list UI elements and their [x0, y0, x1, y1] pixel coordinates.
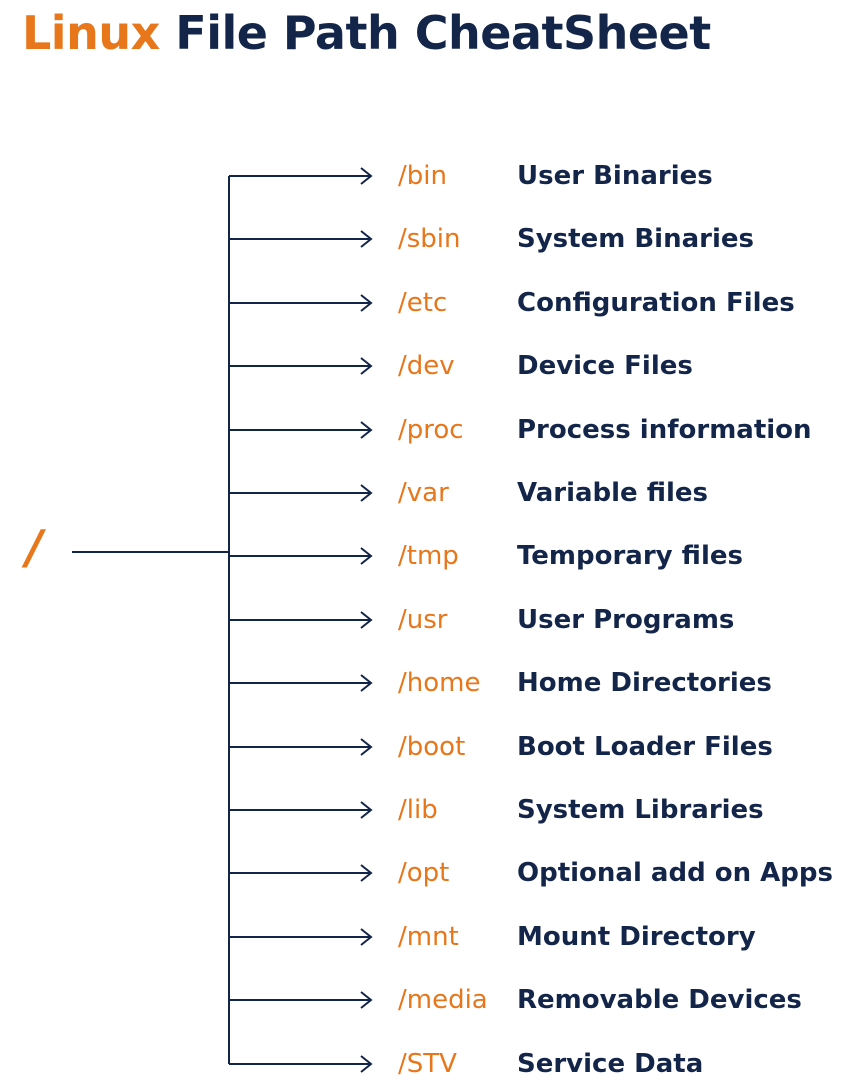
- arrow-head-icon: [360, 167, 373, 185]
- directory-entry: /proc Process information: [0, 410, 855, 450]
- directory-description: Mount Directory: [517, 922, 756, 952]
- root-directory-label: /: [26, 520, 43, 574]
- page-title: Linux File Path CheatSheet: [22, 6, 711, 60]
- directory-entry: /STV Service Data: [0, 1044, 855, 1084]
- directory-path: /etc: [398, 288, 448, 318]
- directory-path: /home: [398, 668, 481, 698]
- arrow-head-icon: [360, 928, 373, 946]
- directory-path: /proc: [398, 415, 464, 445]
- directory-description: User Binaries: [517, 161, 713, 191]
- directory-path: /tmp: [398, 541, 459, 571]
- arrow-head-icon: [360, 991, 373, 1009]
- arrow-head-icon: [360, 864, 373, 882]
- directory-entry: /bin User Binaries: [0, 156, 855, 196]
- directory-entry: /usr User Programs: [0, 600, 855, 640]
- arrow-head-icon: [360, 294, 373, 312]
- directory-description: Home Directories: [517, 668, 772, 698]
- directory-entry: /dev Device Files: [0, 346, 855, 386]
- directory-description: Variable files: [517, 478, 709, 508]
- arrow-head-icon: [360, 484, 373, 502]
- title-rest: File Path CheatSheet: [175, 6, 711, 60]
- arrow-head-icon: [360, 547, 373, 565]
- directory-path: /boot: [398, 732, 466, 762]
- arrow-head-icon: [360, 801, 373, 819]
- directory-description: Removable Devices: [517, 985, 802, 1015]
- directory-path: /opt: [398, 858, 450, 888]
- directory-entry: /mnt Mount Directory: [0, 917, 855, 957]
- title-linux: Linux: [22, 6, 160, 60]
- directory-path: /usr: [398, 605, 448, 635]
- directory-description: Boot Loader Files: [517, 732, 773, 762]
- directory-description: Temporary files: [517, 541, 743, 571]
- directory-entry: /etc Configuration Files: [0, 283, 855, 323]
- arrow-head-icon: [360, 1055, 373, 1073]
- directory-description: User Programs: [517, 605, 735, 635]
- directory-path: /media: [398, 985, 488, 1015]
- directory-description: Process information: [517, 415, 812, 445]
- directory-path: /var: [398, 478, 449, 508]
- directory-description: Device Files: [517, 351, 693, 381]
- directory-description: System Binaries: [517, 224, 754, 254]
- directory-path: /sbin: [398, 224, 461, 254]
- directory-entry: /media Removable Devices: [0, 980, 855, 1020]
- directory-description: Optional add on Apps: [517, 858, 833, 888]
- directory-entry: /lib System Libraries: [0, 790, 855, 830]
- directory-entry: /home Home Directories: [0, 663, 855, 703]
- directory-path: /mnt: [398, 922, 459, 952]
- arrow-head-icon: [360, 421, 373, 439]
- directory-description: Configuration Files: [517, 288, 795, 318]
- directory-description: Service Data: [517, 1049, 704, 1079]
- directory-entry: /sbin System Binaries: [0, 219, 855, 259]
- directory-entry: /tmp Temporary files: [0, 536, 855, 576]
- directory-description: System Libraries: [517, 795, 764, 825]
- directory-path: /STV: [398, 1049, 457, 1079]
- directory-path: /dev: [398, 351, 455, 381]
- arrow-head-icon: [360, 230, 373, 248]
- directory-entry: /var Variable files: [0, 473, 855, 513]
- directory-entry: /opt Optional add on Apps: [0, 853, 855, 893]
- directory-path: /lib: [398, 795, 438, 825]
- directory-entry: /boot Boot Loader Files: [0, 727, 855, 767]
- arrow-head-icon: [360, 611, 373, 629]
- arrow-head-icon: [360, 738, 373, 756]
- arrow-head-icon: [360, 674, 373, 692]
- directory-path: /bin: [398, 161, 447, 191]
- arrow-head-icon: [360, 357, 373, 375]
